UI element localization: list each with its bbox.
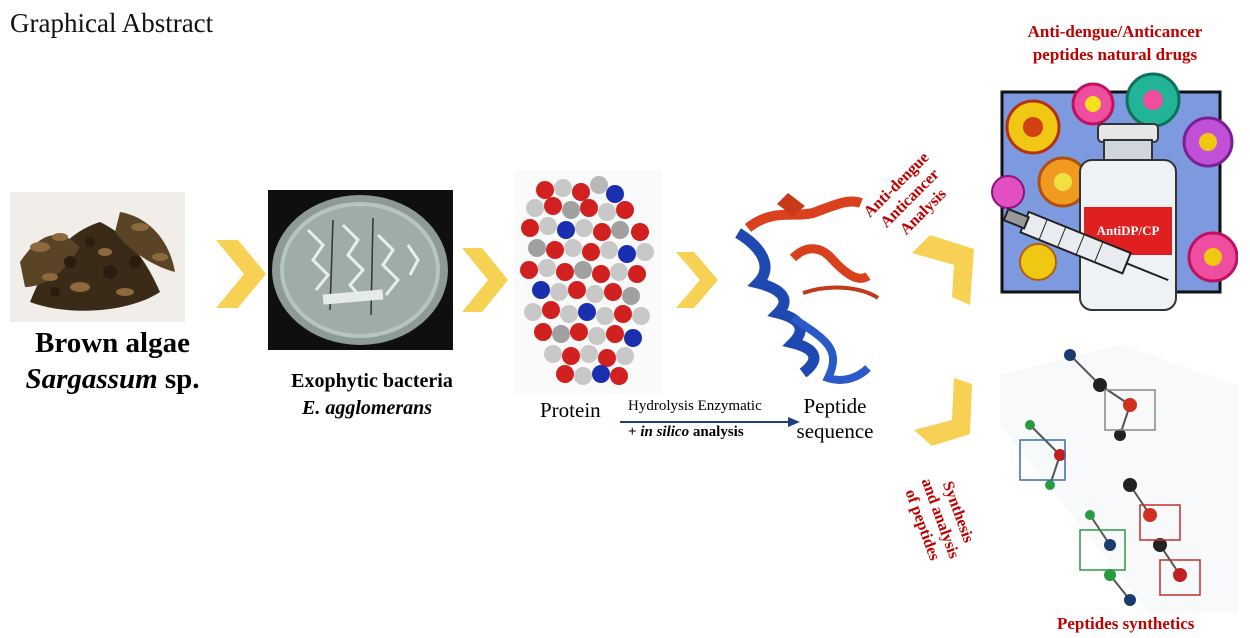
hydrolysis-label: Hydrolysis Enzymatic [628,398,762,414]
protein-label: Protein [540,398,601,422]
chevron-arrow-icon [216,240,266,308]
bacteria-label-line2: E. agglomerans [301,397,433,419]
synthetic-peptides-illustration [1000,345,1238,613]
in-silico-pre: + [628,424,641,440]
peptide-ribbon-image [733,188,883,393]
drugs-title: Anti-dengue/Anticancer peptides natural … [990,20,1240,66]
chevron-arrow-icon [676,252,718,308]
page-title: Graphical Abstract [10,8,214,38]
bacteria-label: Exophytic bacteria E. agglomerans [262,368,482,422]
peptide-label-line1: Peptide [803,394,867,418]
chevron-arrow-icon [462,248,508,312]
drug-illustration: AntiDP/CP [988,72,1238,312]
protein-model-image [515,170,662,395]
process-arrow-icon [620,417,800,427]
in-silico-post: analysis [689,424,744,440]
synthetics-label: Peptides synthetics [1057,614,1195,633]
bottle-label: AntiDP/CP [1097,223,1160,238]
algae-label-line2: Sargassum sp. [10,361,215,397]
lower-branch-label: Synthesis and analysis of peptides [893,452,988,584]
algae-genus: Sargassum [25,363,158,395]
petri-dish-photo [268,190,453,350]
peptide-label-line2: sequence [796,419,874,443]
peptide-label: Peptide sequence [790,394,880,444]
drugs-title-line1: Anti-dengue/Anticancer [1027,22,1203,41]
brown-algae-photo [10,192,185,322]
chevron-arrow-up-icon [912,235,974,305]
algae-species: sp. [157,363,200,395]
bacteria-label-line1: Exophytic bacteria [291,370,453,392]
in-silico-italic: in silico [640,424,690,440]
chevron-arrow-down-icon [914,378,972,446]
algae-label-line1: Brown algae [35,327,190,359]
drugs-title-line2: peptides natural drugs [1032,45,1198,64]
in-silico-label: + in silico analysis [628,424,744,441]
algae-label: Brown algae Sargassum sp. [10,325,215,397]
